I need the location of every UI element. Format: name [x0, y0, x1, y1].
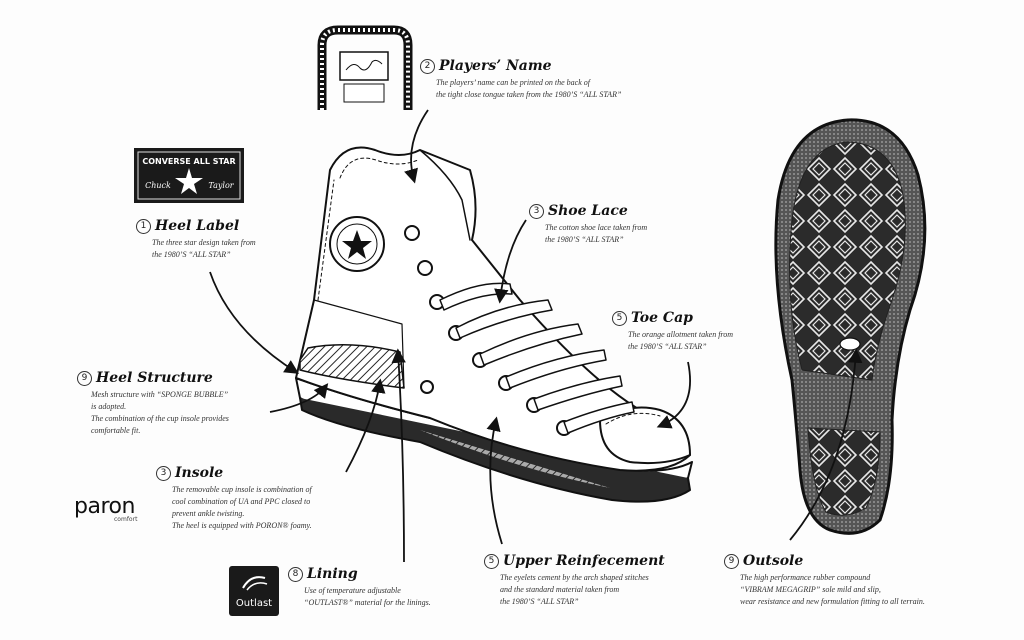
callout-description: The high performance rubber compound “VI…	[740, 573, 925, 606]
callout-title: Heel Label	[155, 218, 240, 234]
outlast-logo-text: Outlast	[235, 598, 273, 609]
callout-number: 3	[529, 204, 544, 219]
poron-logo-subtext: comfort	[114, 516, 138, 523]
callout-description: The players’ name can be printed on the …	[436, 78, 622, 99]
callout-number: 1	[136, 219, 151, 234]
heel-label-top-text: CONVERSE ALL STAR	[142, 157, 235, 166]
callout-description: The cotton shoe lace taken from the 1980…	[545, 223, 648, 244]
outlast-logo: Outlast	[229, 566, 279, 616]
shoe-illustration	[295, 146, 693, 503]
callout-title: Upper Reinfecement	[503, 553, 665, 569]
callout-title: Heel Structure	[96, 370, 213, 386]
callout-number: 5	[484, 554, 499, 569]
callout-insole: 3 Insole The removable cup insole is comb…	[156, 462, 312, 532]
callout-title: Insole	[175, 465, 224, 481]
heel-label-left-sig: Chuck	[145, 181, 171, 190]
callout-description: The three star design taken from the 198…	[152, 238, 256, 259]
callout-number: 5	[612, 311, 627, 326]
callout-number: 2	[420, 59, 435, 74]
callout-description: Mesh structure with “SPONGE BUBBLE” is a…	[91, 390, 229, 435]
callout-title: Toe Cap	[631, 310, 693, 326]
poron-logo: paron comfort	[74, 494, 137, 523]
callout-players-name: 2 Players’ Name The players’ name can be …	[420, 55, 621, 101]
callout-title: Players’ Name	[439, 58, 552, 74]
callout-number: 9	[77, 371, 92, 386]
outsole-illustration	[774, 118, 927, 535]
heel-label-badge: CONVERSE ALL STAR Chuck Taylor	[134, 148, 244, 203]
callout-title: Outsole	[743, 553, 804, 569]
callout-heel-structure: 9 Heel Structure Mesh structure with “SPO…	[77, 367, 229, 437]
callout-description: Use of temperature adjustable “OUTLAST®”…	[304, 586, 431, 607]
callout-upper-reinforcement: 5 Upper Reinfecement The eyelets cement b…	[484, 550, 665, 608]
tongue-tag-illustration	[317, 25, 413, 110]
callout-number: 3	[156, 466, 171, 481]
callout-lining: 8 Lining Use of temperature adjustable “O…	[288, 563, 431, 609]
callout-shoe-lace: 3 Shoe Lace The cotton shoe lace taken fr…	[529, 200, 647, 246]
callout-number: 8	[288, 567, 303, 582]
callout-title: Shoe Lace	[548, 203, 628, 219]
callout-toe-cap: 5 Toe Cap The orange allotment taken from…	[612, 307, 733, 353]
callout-heel-label: 1 Heel Label The three star design taken …	[136, 215, 256, 261]
callout-description: The orange allotment taken from the 1980…	[628, 330, 734, 351]
callout-description: The removable cup insole is combination …	[172, 485, 312, 530]
callout-number: 9	[724, 554, 739, 569]
poron-logo-text: paron	[74, 494, 135, 519]
callout-outsole: 9 Outsole The high performance rubber com…	[724, 550, 925, 608]
callout-title: Lining	[307, 566, 358, 582]
callout-description: The eyelets cement by the arch shaped st…	[500, 573, 649, 606]
heel-label-right-sig: Taylor	[208, 181, 234, 190]
outlast-swirl-icon	[242, 576, 268, 591]
leader-lines	[209, 109, 863, 563]
